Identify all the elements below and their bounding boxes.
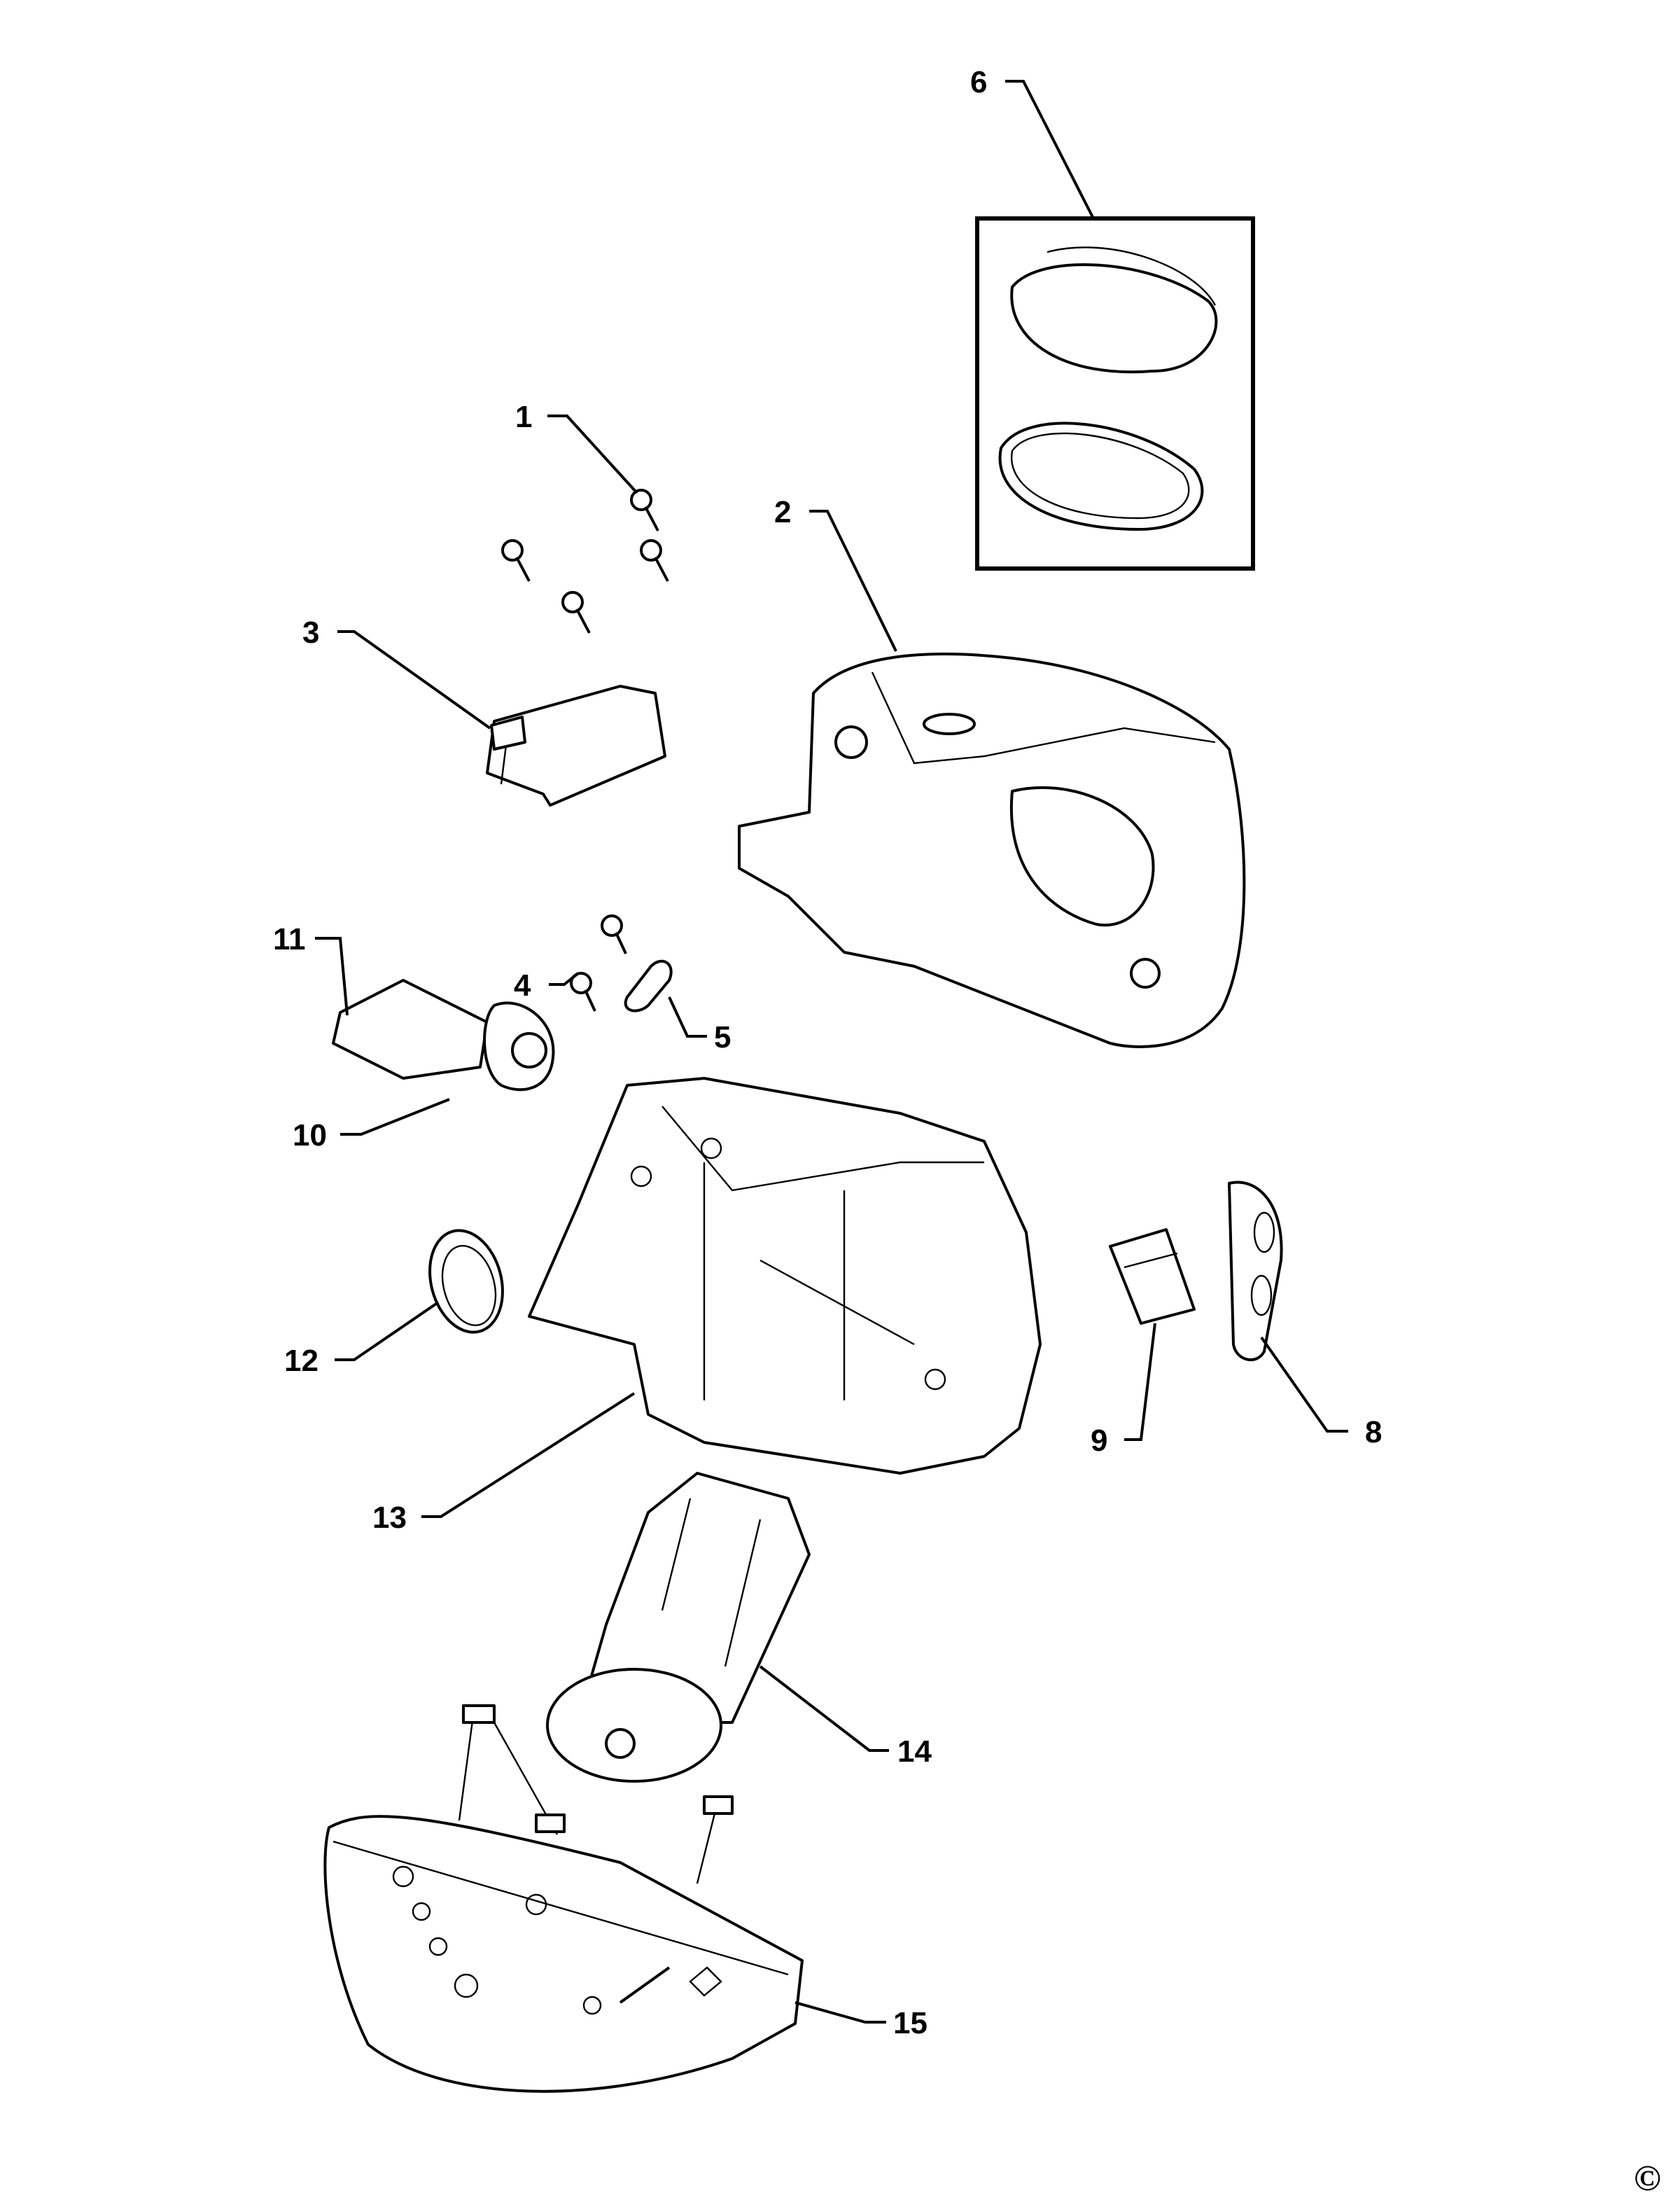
part-5-cable-clamp <box>624 959 673 1012</box>
callout-15: 15 <box>893 2006 927 2040</box>
callout-6: 6 <box>970 65 987 99</box>
callout-13: 13 <box>372 1501 407 1535</box>
part-8-switch-button <box>1228 1181 1283 1361</box>
callout-3: 3 <box>302 615 319 650</box>
callout-10: 10 <box>293 1118 327 1153</box>
callout-1: 1 <box>515 400 532 434</box>
part-15-sanding-pad <box>323 1704 804 2093</box>
callout-5: 5 <box>714 1020 731 1054</box>
part-13-main-housing <box>528 1077 1042 1475</box>
part-9-switch <box>1109 1228 1196 1325</box>
part-6-inset <box>975 216 1255 571</box>
part-3-plate <box>486 685 666 807</box>
callout-8: 8 <box>1365 1415 1382 1449</box>
part-4-screws <box>570 914 627 1012</box>
callout-2: 2 <box>774 495 791 529</box>
callout-12: 12 <box>284 1344 318 1378</box>
callout-14: 14 <box>897 1734 932 1769</box>
part-1-screws <box>501 489 669 634</box>
part-2-housing-top <box>738 653 1246 1048</box>
callout-11: 11 <box>273 922 306 956</box>
part-12-ring <box>428 1229 504 1334</box>
callout-9: 9 <box>1091 1423 1107 1458</box>
callout-4: 4 <box>514 968 531 1003</box>
part-10-11-cable <box>332 979 555 1092</box>
copyright-symbol: © <box>1634 2159 1661 2199</box>
part-14-motor <box>546 1472 811 1783</box>
